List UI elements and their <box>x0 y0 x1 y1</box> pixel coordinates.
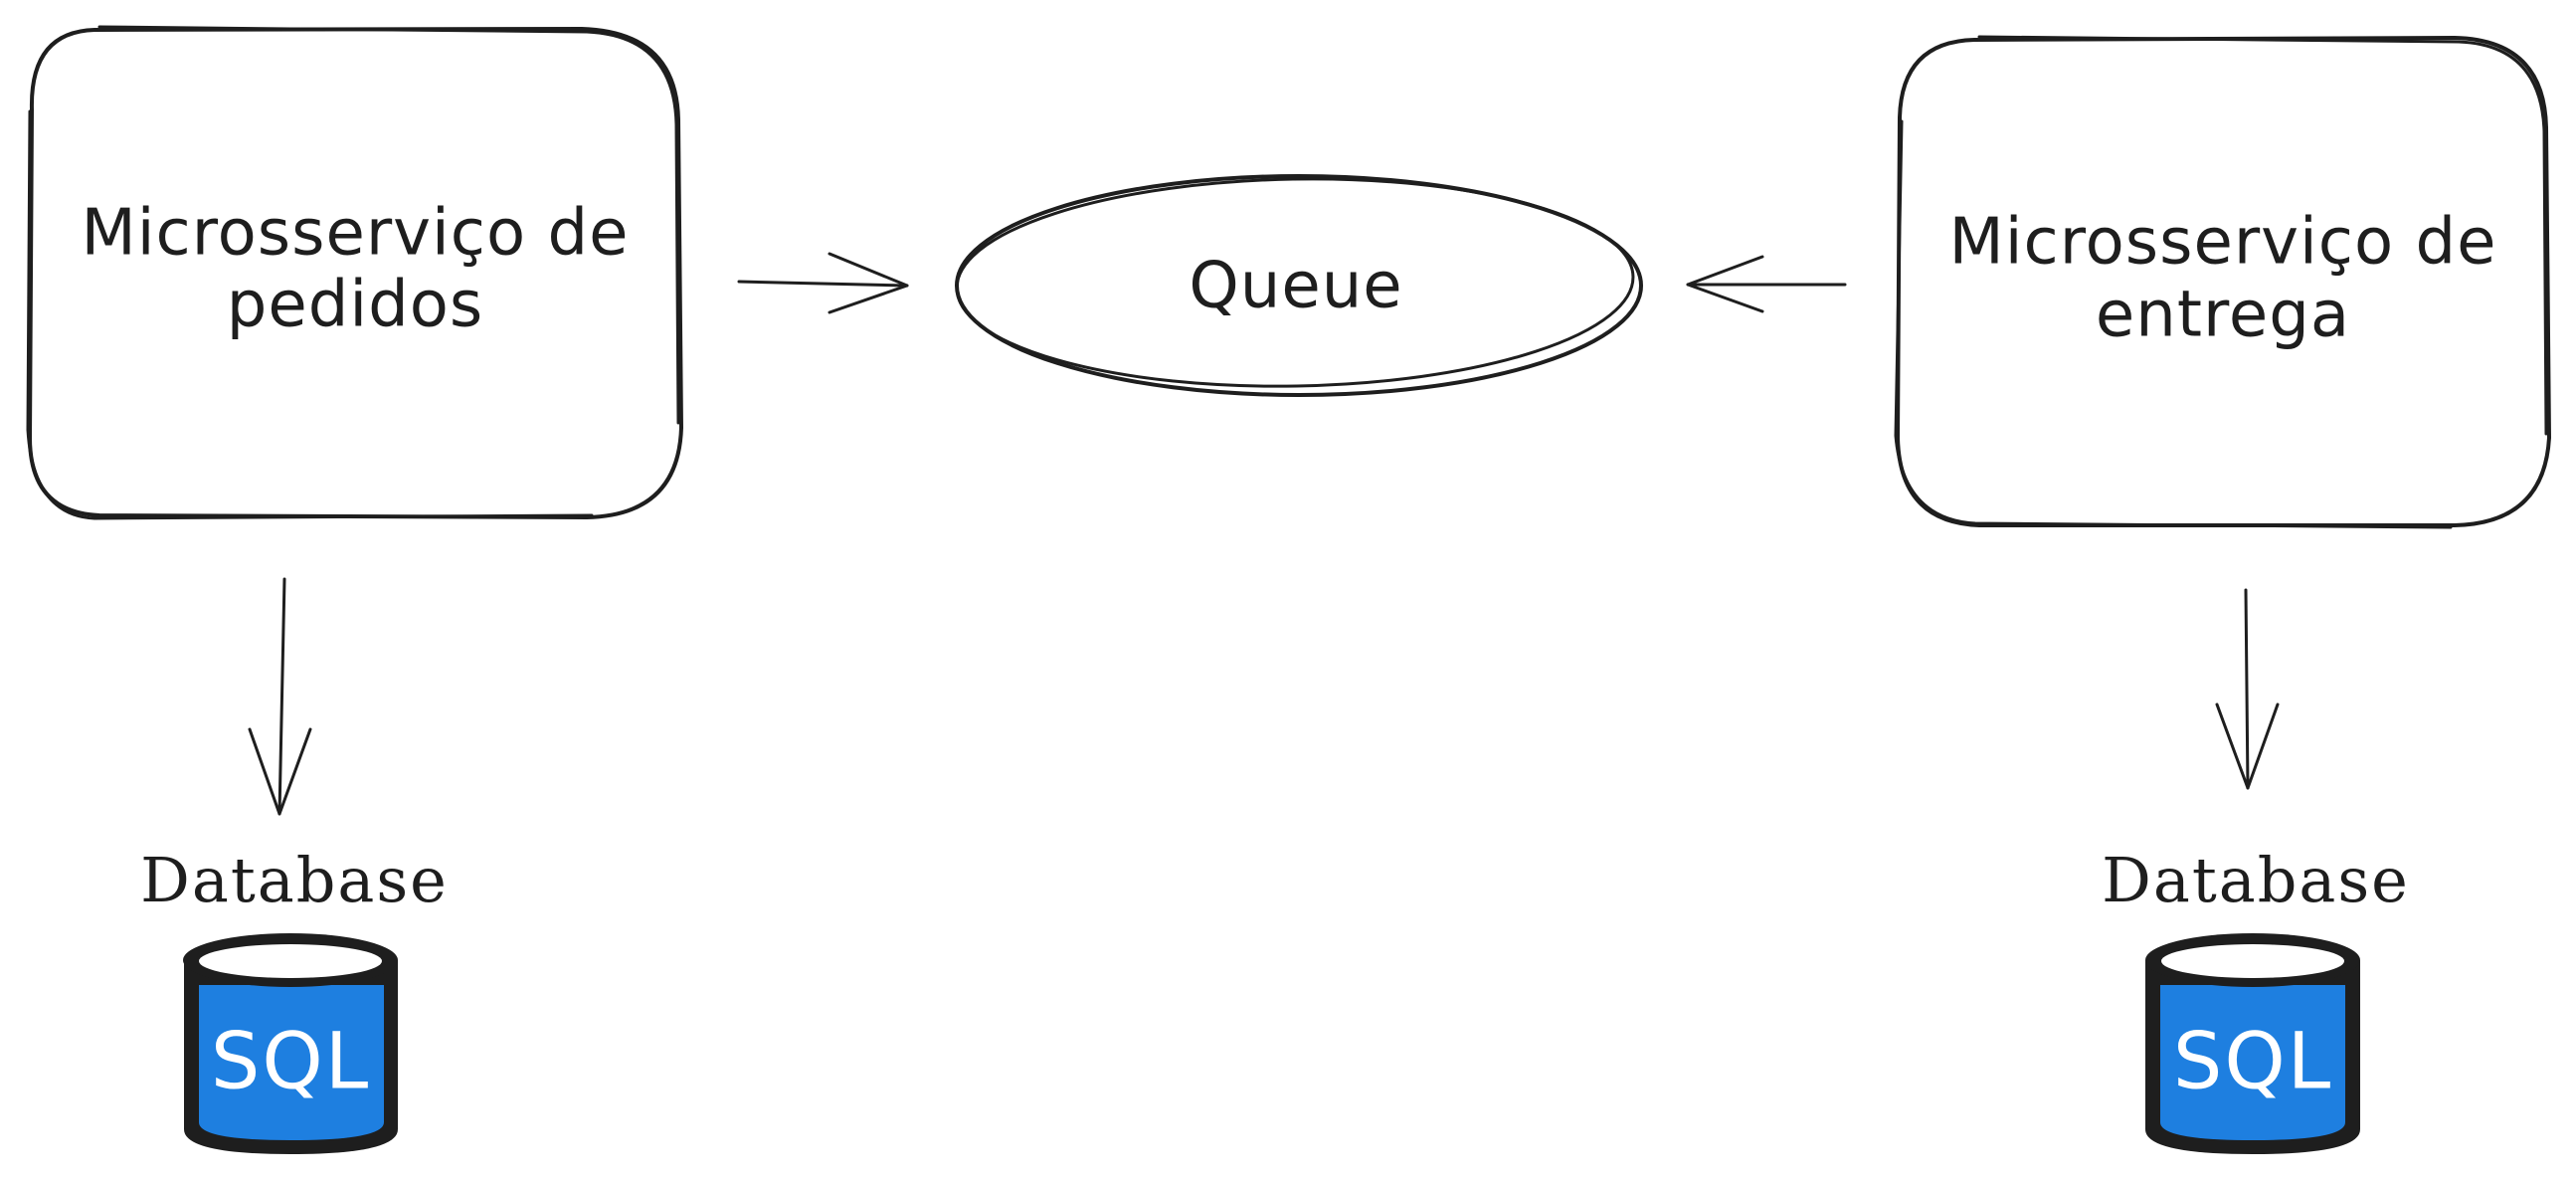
database-right[interactable]: Database SQL <box>2102 844 2410 1154</box>
delivery-service-label-line1: Microsserviço de <box>1949 206 2497 280</box>
queue-node[interactable]: Queue <box>955 173 1643 397</box>
delivery-service-node[interactable]: Microsserviço de entrega <box>1894 35 2551 529</box>
arrow-orders-to-queue <box>737 252 909 314</box>
database-cylinder-icon <box>183 933 398 1154</box>
database-left-caption: Database <box>140 844 449 916</box>
queue-label: Queue <box>1189 250 1402 323</box>
queue-ellipse-sketch <box>955 177 1635 388</box>
delivery-service-label-line2: entrega <box>2096 279 2350 352</box>
database-left-sql-badge: SQL <box>211 1017 370 1106</box>
arrow-delivery-to-db-right <box>2215 588 2280 790</box>
database-cylinder-icon <box>2145 933 2360 1154</box>
arrow-orders-to-db-left <box>248 577 312 816</box>
arrow-delivery-to-queue <box>1686 255 1847 313</box>
database-right-sql-badge: SQL <box>2173 1017 2332 1106</box>
delivery-service-box-sketch <box>1894 35 2548 529</box>
database-right-caption: Database <box>2102 844 2410 916</box>
orders-service-label-line2: pedidos <box>227 269 484 342</box>
orders-service-box <box>28 27 683 519</box>
database-left[interactable]: Database SQL <box>140 844 449 1154</box>
orders-service-box-sketch <box>26 25 680 520</box>
orders-service-label-line1: Microsserviço de <box>82 197 630 271</box>
delivery-service-box <box>1896 36 2551 527</box>
orders-service-node[interactable]: Microsserviço de pedidos <box>26 25 683 520</box>
